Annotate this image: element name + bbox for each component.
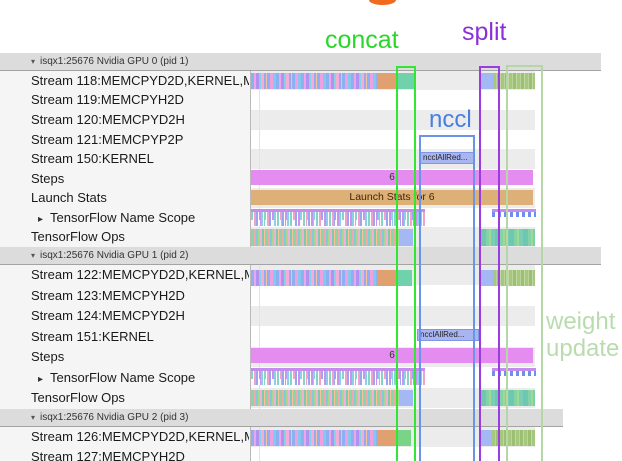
gpu1-tf-name-scope-events[interactable]	[251, 368, 425, 385]
stream118-events-bar[interactable]	[251, 73, 377, 89]
expand-icon[interactable]: ▸	[38, 374, 44, 385]
gpu0-tf-ops-events-right[interactable]	[481, 229, 535, 246]
gpu0-tf-name-scope-events[interactable]	[251, 209, 425, 226]
split-annotation-box	[479, 66, 500, 461]
gpu0-tf-name-scope-events-right[interactable]	[492, 209, 536, 217]
row-label-steps: Steps	[31, 171, 65, 186]
gpu0-steps-bar[interactable]: 6	[251, 170, 533, 185]
gpu1-tf-ops-blue-event[interactable]	[399, 390, 413, 406]
row-tf-name-scope[interactable]: ▸TensorFlow Name Scope	[38, 210, 196, 225]
row-label-stream-126: Stream 126:MEMCPYD2D,KERNEL,MI	[31, 429, 249, 444]
row-label-tf-ops: TensorFlow Ops	[31, 229, 125, 244]
row-label-stream-122: Stream 122:MEMCPYD2D,KERNEL,MI	[31, 267, 249, 282]
concat-annotation-box	[396, 66, 416, 461]
collapse-icon: ▾	[31, 57, 36, 66]
row-label-tf-ops: TensorFlow Ops	[31, 390, 125, 405]
weight-update-annotation-label: weight update	[546, 308, 620, 362]
expand-icon[interactable]: ▸	[38, 214, 44, 225]
row-label-launch-stats: Launch Stats	[31, 190, 107, 205]
gpu1-tf-ops-events[interactable]	[251, 390, 399, 406]
row-label-stream-119: Stream 119:MEMCPYH2D	[31, 92, 184, 107]
stream118-split-event[interactable]	[481, 73, 493, 89]
collapse-icon: ▾	[31, 251, 36, 260]
stream118-concat-event[interactable]	[397, 73, 414, 89]
row-label-stream-150: Stream 150:KERNEL	[31, 151, 154, 166]
row-label-steps: Steps	[31, 349, 65, 364]
row-label-stream-118: Stream 118:MEMCPYD2D,KERNEL,ME	[31, 73, 249, 88]
weight-update-annotation-box	[506, 65, 543, 461]
stream122-events-bar[interactable]	[251, 270, 377, 286]
row-label-stream-151: Stream 151:KERNEL	[31, 329, 154, 344]
gpu0-tf-ops-events[interactable]	[251, 229, 399, 246]
gpu0-tf-ops-blue-event[interactable]	[399, 229, 413, 246]
concat-annotation-label: concat	[325, 26, 399, 54]
stream118-orange-event[interactable]	[377, 73, 397, 89]
nccl-annotation-label: nccl	[429, 106, 472, 133]
row-bg	[250, 306, 535, 326]
row-tf-name-scope[interactable]: ▸TensorFlow Name Scope	[38, 370, 196, 385]
nccl-annotation-box	[419, 135, 475, 461]
split-annotation-label: split	[462, 18, 507, 46]
row-label-stream-120: Stream 120:MEMCPYD2H	[31, 112, 185, 127]
row-bg	[250, 110, 535, 130]
stream122-orange-event[interactable]	[377, 270, 397, 286]
stream118-weight-update-events[interactable]	[493, 73, 535, 89]
row-label-stream-124: Stream 124:MEMCPYD2H	[31, 308, 185, 323]
row-label-stream-127: Stream 127:MEMCPYH2D	[31, 449, 185, 461]
gpu1-header[interactable]: ▾isqx1:25676 Nvidia GPU 1 (pid 2)	[0, 247, 601, 265]
stream126-events-bar[interactable]	[251, 430, 377, 446]
stream122-split-event[interactable]	[481, 270, 493, 286]
gpu1-nccl-allreduce-event[interactable]: ncclAllRed...	[417, 329, 479, 341]
stream126-orange-event[interactable]	[377, 430, 397, 446]
clipped-orange-annotation	[369, 0, 396, 5]
gpu0-header[interactable]: ▾isqx1:25676 Nvidia GPU 0 (pid 1)	[0, 53, 601, 71]
collapse-icon: ▾	[31, 413, 36, 422]
row-label-stream-121: Stream 121:MEMCPYP2P	[31, 132, 184, 147]
stream126-split-event[interactable]	[480, 430, 492, 446]
gpu2-header[interactable]: ▾isqx1:25676 Nvidia GPU 2 (pid 3)	[0, 409, 563, 427]
gpu0-launch-stats-bar[interactable]: Launch Stats for 6	[251, 190, 533, 205]
stream122-weight-update-events[interactable]	[493, 270, 535, 286]
stream126-concat-event[interactable]	[397, 430, 411, 446]
gpu1-tf-name-scope-events-right[interactable]	[492, 368, 536, 376]
row-label-stream-123: Stream 123:MEMCPYH2D	[31, 288, 185, 303]
stream122-concat-event[interactable]	[397, 270, 412, 286]
gpu1-tf-ops-events-right[interactable]	[481, 390, 535, 406]
stream126-weight-update-events[interactable]	[492, 430, 535, 446]
gpu1-steps-bar[interactable]: 6	[251, 348, 533, 363]
